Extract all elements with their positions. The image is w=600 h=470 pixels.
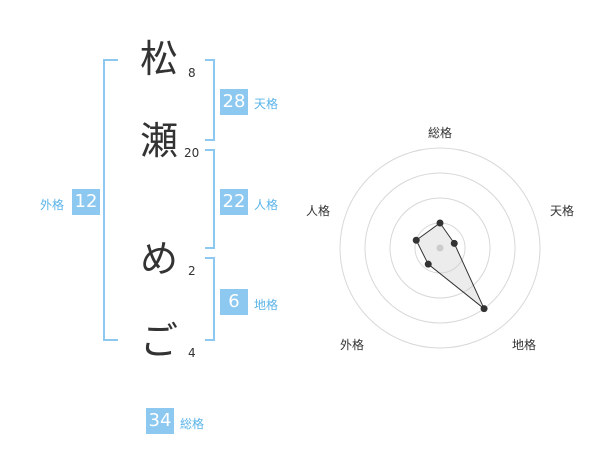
stroke-count-4: 4 (188, 346, 196, 360)
radar-point (480, 305, 488, 313)
radar-label-gaikaku: 外格 (340, 338, 365, 352)
radar-point (450, 239, 458, 247)
radar-label-tenkaku: 天格 (550, 204, 575, 218)
gaikaku-value: 12 (72, 189, 100, 215)
name-char-3: め (140, 237, 179, 281)
jinkaku-value: 22 (220, 189, 248, 215)
soukaku-value: 34 (146, 408, 174, 434)
tenkaku-label: 天格 (254, 97, 279, 111)
radar-point (436, 219, 444, 227)
stroke-count-2: 20 (184, 146, 200, 160)
gaikaku-bracket (103, 59, 118, 341)
chikaku-value: 6 (220, 289, 248, 315)
radar-ring (389, 197, 491, 299)
jinkaku-bracket (205, 149, 215, 249)
jinkaku-label: 人格 (254, 198, 279, 212)
radar-polygon (415, 222, 485, 310)
chikaku-bracket (205, 257, 215, 341)
stroke-count-3: 2 (188, 264, 196, 278)
radar-center-dot (436, 244, 444, 252)
radar-label-jinkaku: 人格 (306, 204, 331, 218)
tenkaku-value: 28 (220, 89, 248, 115)
soukaku-label: 総格 (180, 417, 205, 431)
gaikaku-label: 外格 (40, 198, 65, 212)
chikaku-label: 地格 (254, 298, 279, 312)
radar-point (424, 260, 432, 268)
stroke-count-1: 8 (188, 66, 196, 80)
name-char-1: 松 (140, 37, 179, 81)
radar-point (412, 236, 420, 244)
radar-label-chikaku: 地格 (512, 338, 537, 352)
radar-label-soukaku: 総格 (428, 126, 453, 140)
name-char-2: 瀬 (140, 119, 179, 163)
name-char-4: ご (140, 319, 179, 363)
radar-ring (339, 147, 541, 349)
radar-ring (364, 172, 516, 324)
tenkaku-bracket (205, 59, 215, 141)
